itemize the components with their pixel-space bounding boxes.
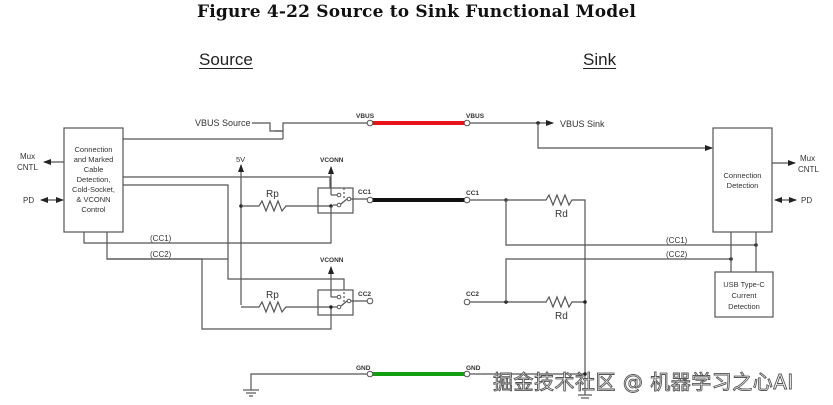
source-cc2-pin-label: CC2 bbox=[358, 291, 371, 298]
switch2-control-wire bbox=[123, 184, 345, 288]
current-block-line-2: Current bbox=[731, 291, 757, 300]
current-block-line-3: Detection bbox=[728, 302, 760, 311]
source-block-line-7: Control bbox=[81, 205, 106, 214]
vbus-source-wire bbox=[282, 122, 368, 131]
source-block-line-5: Cold-Socket, bbox=[72, 185, 115, 194]
watermark: 掘金技术社区 @ 机器学习之心AI bbox=[493, 370, 794, 395]
source-gnd-wire bbox=[250, 373, 368, 390]
source-block-line-3: Cable bbox=[84, 165, 104, 174]
source-gnd-pin-label: GND bbox=[356, 365, 371, 372]
rd-bottom-label: Rd bbox=[555, 311, 568, 322]
source-control-block: Connection and Marked Cable Detection, C… bbox=[63, 127, 124, 233]
source-pd-label: PD bbox=[23, 196, 34, 205]
rp-bottom-resistor bbox=[241, 300, 331, 314]
sink-mux-label-2: CNTL bbox=[798, 165, 819, 174]
vconn-top-label: VCONN bbox=[320, 157, 344, 164]
current-block-line-1: USB Type-C bbox=[723, 280, 765, 289]
rd-top-resistor bbox=[470, 193, 586, 395]
sink-cc1-wire bbox=[505, 200, 756, 246]
sink-mux-label-1: Mux bbox=[800, 154, 815, 163]
five-volt-label: 5V bbox=[236, 155, 245, 164]
source-cc1-wire-label: (CC1) bbox=[150, 234, 172, 243]
source-mux-label-2: CNTL bbox=[17, 163, 38, 172]
vbus-source-label: VBUS Source bbox=[195, 118, 251, 128]
source-vbus-pin-label: VBUS bbox=[356, 113, 375, 120]
rp-top-resistor bbox=[241, 199, 331, 213]
rd-bottom-resistor bbox=[470, 295, 585, 309]
rp-top-label: Rp bbox=[266, 189, 279, 200]
figure-title: Figure 4-22 Source to Sink Functional Mo… bbox=[196, 2, 636, 22]
vbus-sink-label: VBUS Sink bbox=[560, 119, 605, 129]
sink-current-detection-block: USB Type-C Current Detection bbox=[714, 271, 774, 318]
sink-connection-block: Connection Detection bbox=[712, 127, 773, 233]
cc1-switch: VCONN bbox=[317, 157, 368, 214]
source-cc2-wire-label: (CC2) bbox=[150, 250, 172, 259]
rp-bottom-label: Rp bbox=[266, 290, 279, 301]
cc2-switch: VCONN bbox=[317, 257, 368, 316]
sink-ground-icon bbox=[578, 394, 592, 399]
rd-top-label: Rd bbox=[555, 209, 568, 220]
source-mux-label-1: Mux bbox=[20, 152, 35, 161]
switch1-control-wire bbox=[123, 176, 331, 188]
sink-vbus-detect-wire bbox=[537, 123, 713, 151]
source-block-line-6: & VCONN bbox=[76, 195, 110, 204]
sink-vbus-pin-label: VBUS bbox=[466, 113, 485, 120]
ground-icon bbox=[243, 389, 259, 397]
sink-block-line-1: Connection bbox=[724, 171, 762, 180]
sink-pd-label: PD bbox=[801, 196, 812, 205]
source-cc2-wire bbox=[107, 258, 332, 330]
source-block-line-1: Connection bbox=[75, 145, 113, 154]
source-heading: Source bbox=[199, 50, 253, 69]
sink-cc2-pin-label: CC2 bbox=[466, 291, 479, 298]
sink-cc1-pin-label: CC1 bbox=[466, 190, 479, 197]
sink-cc2-wire-label: (CC2) bbox=[666, 250, 688, 259]
vconn-bottom-label: VCONN bbox=[320, 257, 344, 264]
sink-cc2-wire bbox=[505, 258, 731, 302]
source-cc1-wire bbox=[83, 206, 332, 244]
sink-block-line-2: Detection bbox=[727, 181, 759, 190]
source-block-line-2: and Marked bbox=[74, 155, 114, 164]
sink-heading: Sink bbox=[583, 50, 617, 69]
source-cc1-pin-label: CC1 bbox=[358, 189, 371, 196]
source-block-line-4: Detection, bbox=[77, 175, 111, 184]
sink-gnd-pin-label: GND bbox=[466, 365, 481, 372]
sink-cc1-wire-label: (CC1) bbox=[666, 236, 688, 245]
